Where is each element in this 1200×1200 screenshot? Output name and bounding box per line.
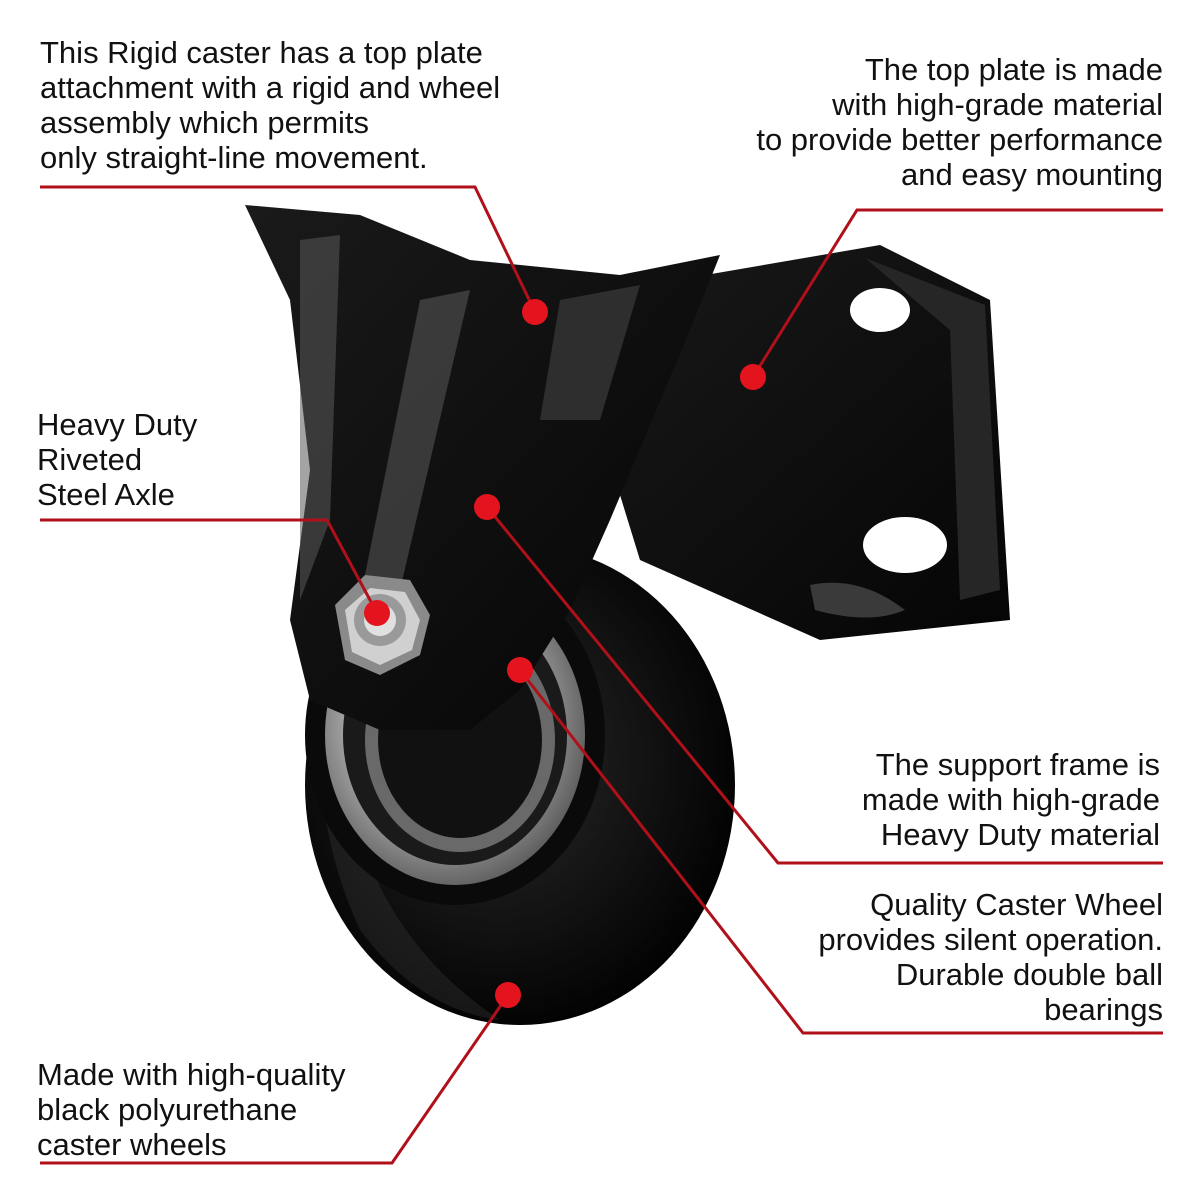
callout-dot-polyurethane	[495, 982, 521, 1008]
mounting-hole	[863, 517, 947, 573]
callout-text-line: black polyurethane	[37, 1092, 298, 1127]
callout-line-top-plate-attachment	[40, 185, 537, 313]
callout-text-line: with high-grade material	[832, 87, 1163, 122]
callout-text-line: Heavy Duty material	[880, 817, 1160, 852]
callout-text-line: Quality Caster Wheel	[870, 887, 1163, 922]
callout-dot-support-frame	[474, 494, 500, 520]
callout-line-caster-wheel	[518, 669, 1163, 1035]
callout-text-line: Durable double ball	[895, 957, 1163, 992]
callout-line-axle	[40, 518, 379, 614]
callout-dot-caster-wheel	[507, 657, 533, 683]
callout-text-line: attachment with a rigid and wheel	[40, 70, 501, 105]
callout-text-line: The support frame is	[875, 747, 1160, 782]
callout-dot-top-plate-attachment	[522, 299, 548, 325]
callout-top-plate-material: The top plate is made with high-grade ma…	[756, 52, 1163, 192]
callout-top-plate-attachment: This Rigid caster has a top plate attach…	[40, 35, 500, 175]
callout-text-line: This Rigid caster has a top plate	[40, 35, 483, 70]
callout-text-line: bearings	[1044, 992, 1163, 1027]
callout-text-line: and easy mounting	[901, 157, 1163, 192]
callout-text-line: The top plate is made	[864, 52, 1163, 87]
callout-dot-axle	[364, 600, 390, 626]
callout-text-line: made with high-grade	[861, 782, 1160, 817]
callout-text-line: Riveted	[37, 442, 143, 477]
callout-text-line: Heavy Duty	[37, 407, 198, 442]
callout-dot-top-plate-material	[740, 364, 766, 390]
callout-line-polyurethane	[40, 994, 510, 1165]
callout-axle: Heavy Duty Riveted Steel Axle	[37, 407, 197, 512]
callout-text-line: assembly which permits	[40, 105, 370, 140]
callout-text-line: provides silent operation.	[818, 922, 1163, 957]
callout-polyurethane: Made with high-quality black polyurethan…	[37, 1057, 345, 1162]
callout-text-line: to provide better performance	[756, 122, 1163, 157]
callout-text-line: Made with high-quality	[37, 1057, 346, 1092]
callout-text-line: caster wheels	[37, 1127, 227, 1162]
callout-text-line: Steel Axle	[37, 477, 175, 512]
callout-support-frame: The support frame is made with high-grad…	[862, 747, 1160, 852]
callout-caster-wheel: Quality Caster Wheel provides silent ope…	[818, 887, 1163, 1027]
callout-text-line: only straight-line movement.	[40, 140, 428, 175]
mounting-hole	[850, 288, 910, 332]
callout-line-top-plate-material	[751, 208, 1163, 378]
callout-line-support-frame	[485, 506, 1163, 865]
